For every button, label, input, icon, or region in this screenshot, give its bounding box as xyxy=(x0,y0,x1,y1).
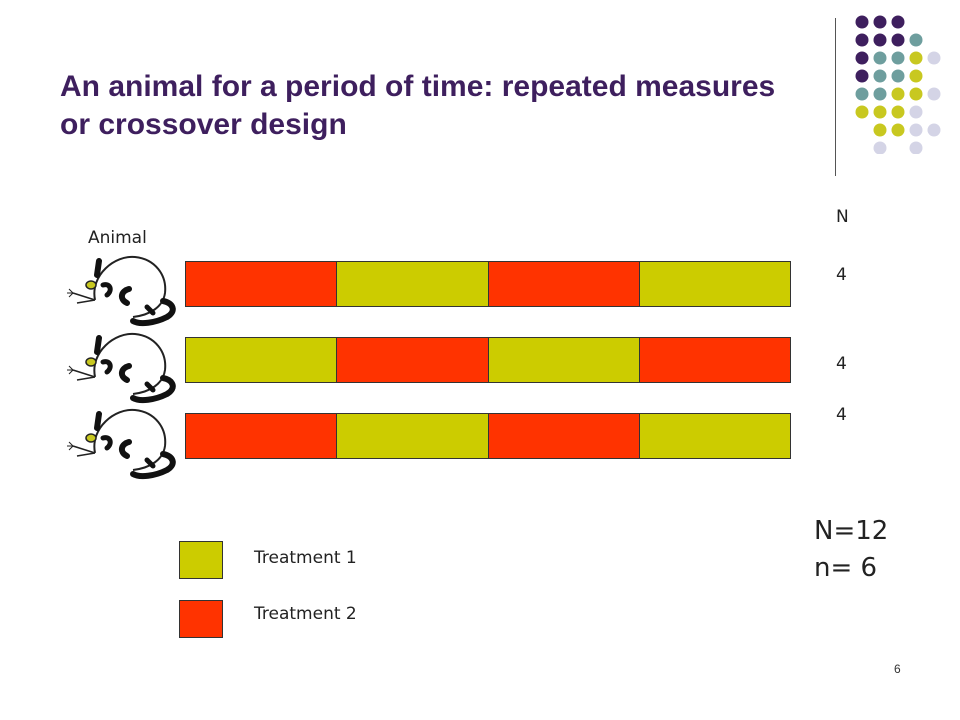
grid-dot xyxy=(909,33,923,47)
period-segment xyxy=(336,413,489,459)
grid-dot xyxy=(909,87,923,101)
grid-dot xyxy=(891,87,905,101)
animal-label: Animal xyxy=(88,228,147,248)
period-segment xyxy=(185,337,338,383)
grid-dot xyxy=(927,51,941,65)
mouse-icon xyxy=(67,255,176,327)
total-n: n= 6 xyxy=(814,553,878,583)
grid-dot xyxy=(873,69,887,83)
mouse-icon xyxy=(67,408,176,480)
grid-dot xyxy=(927,87,941,101)
grid-dot xyxy=(873,15,887,29)
grid-dot xyxy=(855,51,869,65)
row-n-3: 4 xyxy=(836,405,847,425)
grid-dot xyxy=(855,87,869,101)
legend-swatch-treatment-1 xyxy=(179,541,223,579)
period-segment xyxy=(487,413,640,459)
period-segment xyxy=(638,337,791,383)
row-n-2: 4 xyxy=(836,354,847,374)
period-segment xyxy=(185,261,338,307)
page-number: 6 xyxy=(894,662,901,676)
period-segment xyxy=(336,337,489,383)
grid-dot xyxy=(873,141,887,154)
period-segment xyxy=(185,413,338,459)
grid-dot xyxy=(891,51,905,65)
grid-dot xyxy=(909,51,923,65)
legend-swatch-treatment-2 xyxy=(179,600,223,638)
total-N: N=12 xyxy=(814,516,889,546)
period-segment xyxy=(336,261,489,307)
grid-dot xyxy=(909,123,923,137)
dot-grid-icon xyxy=(855,15,941,154)
grid-dot xyxy=(909,141,923,154)
grid-dot xyxy=(855,33,869,47)
grid-dot xyxy=(891,33,905,47)
grid-dot xyxy=(873,123,887,137)
grid-dot xyxy=(873,51,887,65)
divider-line xyxy=(835,18,836,176)
grid-dot xyxy=(855,105,869,119)
grid-dot xyxy=(891,105,905,119)
period-segment xyxy=(487,337,640,383)
grid-dot xyxy=(855,15,869,29)
slide-title: An animal for a period of time: repeated… xyxy=(60,70,776,141)
grid-dot xyxy=(873,87,887,101)
legend-label-treatment-2: Treatment 2 xyxy=(254,604,357,624)
grid-dot xyxy=(873,33,887,47)
period-segment xyxy=(638,261,791,307)
legend-label-treatment-1: Treatment 1 xyxy=(254,548,357,568)
animal-row-2 xyxy=(185,337,791,383)
grid-dot xyxy=(855,69,869,83)
period-segment xyxy=(638,413,791,459)
n-header: N xyxy=(836,207,849,227)
grid-dot xyxy=(891,69,905,83)
grid-dot xyxy=(891,15,905,29)
grid-dot xyxy=(873,105,887,119)
mouse-icon xyxy=(67,332,176,404)
grid-dot xyxy=(927,123,941,137)
grid-dot xyxy=(909,105,923,119)
row-n-1: 4 xyxy=(836,265,847,285)
animal-row-3 xyxy=(185,413,791,459)
grid-dot xyxy=(909,69,923,83)
animal-row-1 xyxy=(185,261,791,307)
grid-dot xyxy=(891,123,905,137)
period-segment xyxy=(487,261,640,307)
